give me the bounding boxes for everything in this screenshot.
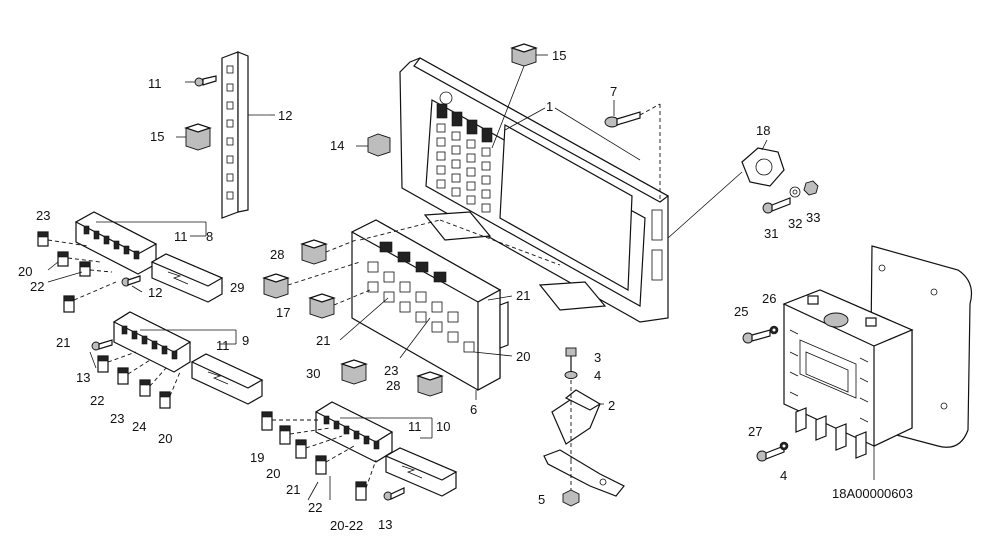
callout-21: 21 [316,333,330,348]
callout-13: 13 [76,370,90,385]
screw-31 [762,197,791,214]
callout-25: 25 [734,304,748,319]
callout-15: 15 [150,129,164,144]
callout-9: 9 [242,333,249,348]
relay-29 [262,261,361,299]
fuses-group-10 [261,411,377,501]
nut-33 [803,180,819,196]
callout-20: 20 [18,264,32,279]
relay-30 [340,359,368,385]
bracket-18 [667,139,785,239]
callout-4: 4 [780,468,787,483]
callout-6: 6 [470,402,477,417]
callout-12: 12 [278,108,292,123]
callout-1: 1 [546,99,553,114]
washer-26 [769,325,779,335]
callout-labels: 11 15 12 15 1 7 14 18 31 32 33 23 11 8 2… [18,48,913,533]
callout-4: 4 [594,368,601,383]
callout-15: 15 [552,48,566,63]
drawing-code: 18A00000603 [832,486,913,501]
washer-4 [564,371,578,379]
callout-8: 8 [206,229,213,244]
callout-20-22: 20-22 [330,518,363,533]
callout-23: 23 [36,208,50,223]
callout-11: 11 [174,229,188,244]
callout-13: 13 [378,517,392,532]
main-frame-1 [399,57,670,323]
relay-28-bottom [416,371,444,397]
relay-15-top [491,43,548,149]
callout-13: 12 [148,285,162,300]
callout-20: 20 [266,466,280,481]
callout-21: 21 [56,335,70,350]
callout-17: 17 [276,305,290,320]
callout-3: 3 [594,350,601,365]
callout-22: 22 [90,393,104,408]
callout-26: 26 [762,291,776,306]
callout-19: 19 [250,450,264,465]
washer-4-unit [779,441,789,451]
callout-28: 28 [386,378,400,393]
relay-14 [356,133,391,157]
callout-20: 20 [516,349,530,364]
callout-18: 18 [756,123,770,138]
screw-13-top [185,75,217,87]
callout-14: 14 [330,138,344,153]
callout-24: 24 [132,419,146,434]
callout-13: 11 [148,76,162,91]
bracket-2 [551,389,604,445]
fuses-group-9 [97,351,181,409]
relay-17 [308,289,371,319]
washer-32 [789,186,801,198]
callout-21: 21 [286,482,300,497]
fuse-box-6 [350,219,561,400]
callout-11: 11 [216,338,230,353]
callout-32: 32 [788,216,802,231]
screw-27 [756,445,785,462]
screw-25 [742,329,771,344]
control-unit [782,289,914,480]
callout-31: 31 [764,226,778,241]
fuses-group-8 [37,231,117,313]
callout-29: 29 [230,280,244,295]
screw-7 [604,100,661,200]
callout-22: 22 [308,500,322,515]
screw-13-group10 [383,487,405,501]
plate-arm [543,380,625,497]
nut-5 [562,489,580,507]
relay-15-left [176,123,212,151]
callout-30: 30 [306,366,320,381]
relay-28-top [300,239,357,265]
connector-assembly-8 [74,211,224,303]
bolt-3 [565,347,577,372]
callout-11: 11 [408,419,422,434]
connector-strip-12 [221,51,275,219]
callout-27: 27 [748,424,762,439]
callout-33: 33 [806,210,820,225]
callout-28: 28 [270,247,284,262]
screw-13-group8 [121,275,143,293]
callout-23: 23 [384,363,398,378]
screw-13-group9 [89,339,113,369]
callout-22: 22 [30,279,44,294]
connector-assembly-9 [112,311,264,405]
callout-2: 2 [608,398,615,413]
callout-7: 7 [610,84,617,99]
callout-23: 23 [110,411,124,426]
callout-10: 10 [436,419,450,434]
callout-21: 21 [516,288,530,303]
callout-5: 5 [538,492,545,507]
callout-20: 20 [158,431,172,446]
connector-assembly-10 [314,401,458,497]
